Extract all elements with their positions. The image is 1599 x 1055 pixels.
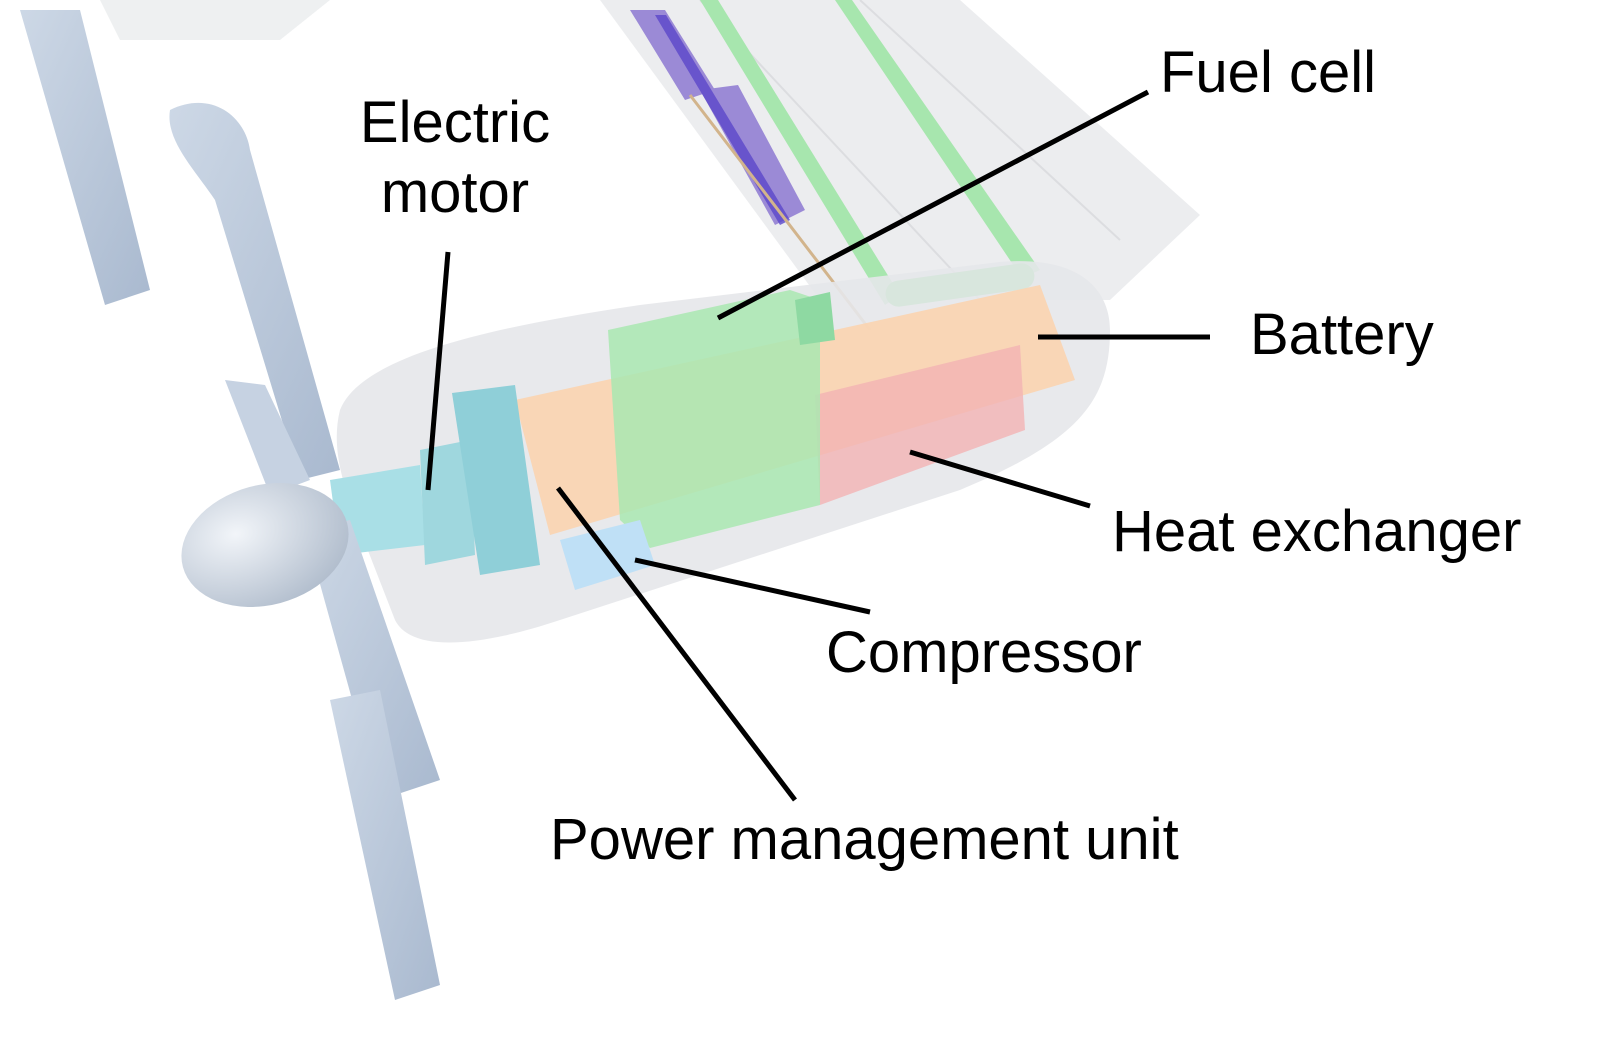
label-heat-exchanger: Heat exchanger	[1112, 499, 1522, 564]
propeller	[20, 10, 440, 1000]
leader-line-fuel-cell	[716, 89, 1150, 321]
electric-motor-block	[330, 385, 540, 575]
label-power-management-unit: Power management unit	[550, 807, 1179, 872]
label-battery: Battery	[1250, 302, 1434, 367]
leader-line-electric-motor	[425, 251, 451, 491]
leader-line-compressor	[634, 557, 871, 615]
label-compressor: Compressor	[826, 620, 1142, 685]
label-electric-motor: Electric motor	[330, 88, 580, 227]
heat-exchanger-block	[815, 345, 1025, 505]
label-electric-motor-line2: motor	[380, 159, 530, 225]
label-electric-motor-line1: Electric	[359, 90, 551, 155]
leader-line-heat-exchanger	[909, 449, 1091, 509]
leader-lines	[425, 89, 1210, 802]
label-fuel-cell: Fuel cell	[1160, 40, 1376, 105]
leader-line-power-management-unit	[556, 486, 797, 802]
fuel-cell-block	[608, 290, 835, 548]
